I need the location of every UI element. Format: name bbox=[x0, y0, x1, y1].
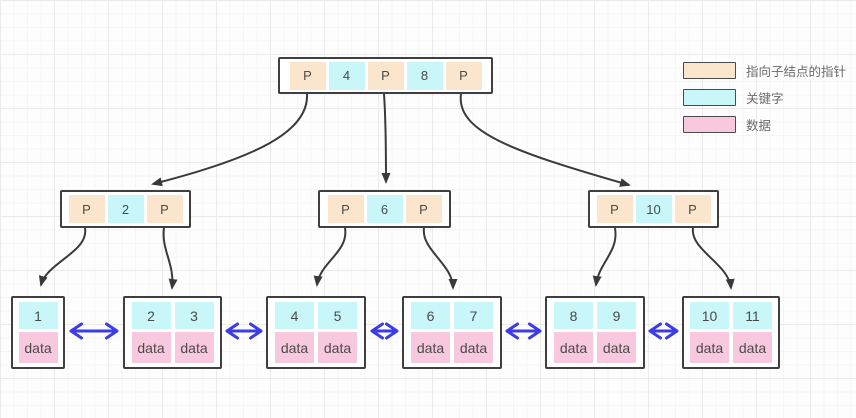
legend-label: 关键字 bbox=[746, 92, 784, 106]
key-cell: 8 bbox=[406, 61, 443, 90]
leaf-column: 8 data bbox=[554, 302, 593, 363]
internal-node-right: P 10 P bbox=[588, 190, 719, 228]
data-cell: data bbox=[131, 332, 171, 363]
legend: 指向子结点的指针 关键字 数据 bbox=[683, 62, 846, 143]
data-swatch bbox=[683, 116, 736, 133]
key-cell: 4 bbox=[328, 61, 365, 90]
leaf-column: 4 data bbox=[275, 302, 314, 363]
edge-internal-left-to-leaf-1 bbox=[38, 227, 87, 287]
leaf-column: 9 data bbox=[597, 302, 636, 363]
key-cell: 5 bbox=[318, 302, 357, 329]
edge-internal-left-to-leaf-2 bbox=[162, 227, 178, 290]
data-cell: data bbox=[275, 332, 314, 363]
key-cell: 3 bbox=[174, 302, 214, 329]
leaf-node-6: 10 data 11 data bbox=[682, 296, 780, 369]
leaf-column: 1 data bbox=[18, 302, 58, 363]
pointer-cell: P bbox=[596, 195, 633, 223]
leaf-node-3: 4 data 5 data bbox=[266, 296, 366, 369]
data-cell: data bbox=[18, 332, 58, 363]
key-cell: 6 bbox=[411, 302, 450, 329]
pointer-cell: P bbox=[68, 195, 105, 223]
edge-root-to-internal-left bbox=[151, 93, 309, 187]
edge-internal-mid-to-leaf-3 bbox=[313, 227, 347, 287]
key-cell: 2 bbox=[131, 302, 171, 329]
root-node: P 4 P 8 P bbox=[278, 57, 493, 94]
pointer-cell: P bbox=[327, 195, 364, 223]
data-cell: data bbox=[733, 332, 772, 363]
pointer-cell: P bbox=[445, 61, 482, 90]
data-cell: data bbox=[174, 332, 214, 363]
key-cell: 6 bbox=[366, 195, 403, 223]
data-cell: data bbox=[597, 332, 636, 363]
pointer-cell: P bbox=[405, 195, 442, 223]
leaf-column: 3 data bbox=[174, 302, 214, 363]
edge-root-to-internal-right bbox=[459, 93, 631, 187]
pointer-cell: P bbox=[674, 195, 711, 223]
key-cell: 10 bbox=[690, 302, 729, 329]
key-cell: 10 bbox=[635, 195, 672, 223]
leaf-column: 2 data bbox=[131, 302, 171, 363]
leaf-node-1: 1 data bbox=[11, 296, 65, 369]
data-cell: data bbox=[690, 332, 729, 363]
legend-label: 数据 bbox=[746, 119, 772, 133]
edge-internal-mid-to-leaf-4 bbox=[422, 227, 458, 290]
pointer-cell: P bbox=[146, 195, 183, 223]
key-cell: 2 bbox=[107, 195, 144, 223]
data-cell: data bbox=[554, 332, 593, 363]
pointer-swatch bbox=[683, 62, 736, 79]
leaf-node-5: 8 data 9 data bbox=[545, 296, 645, 369]
key-cell: 9 bbox=[597, 302, 636, 329]
leaf-column: 5 data bbox=[318, 302, 357, 363]
legend-item-data: 数据 bbox=[683, 116, 846, 133]
key-cell: 1 bbox=[18, 302, 58, 329]
key-cell: 8 bbox=[554, 302, 593, 329]
key-cell: 11 bbox=[733, 302, 772, 329]
edge-internal-right-to-leaf-5 bbox=[592, 227, 617, 287]
pointer-cell: P bbox=[367, 61, 404, 90]
leaf-column: 6 data bbox=[411, 302, 450, 363]
leaf-node-4: 6 data 7 data bbox=[402, 296, 502, 369]
data-cell: data bbox=[454, 332, 493, 363]
legend-label: 指向子结点的指针 bbox=[746, 65, 847, 79]
leaf-node-2: 2 data 3 data bbox=[123, 296, 222, 369]
leaf-column: 10 data bbox=[690, 302, 729, 363]
key-cell: 4 bbox=[275, 302, 314, 329]
key-cell: 7 bbox=[454, 302, 493, 329]
data-cell: data bbox=[411, 332, 450, 363]
legend-item-pointer: 指向子结点的指针 bbox=[683, 62, 846, 79]
data-cell: data bbox=[318, 332, 357, 363]
key-swatch bbox=[683, 89, 736, 106]
leaf-column: 11 data bbox=[733, 302, 772, 363]
edge-root-to-internal-mid bbox=[381, 93, 391, 184]
leaf-column: 7 data bbox=[454, 302, 493, 363]
edge-internal-right-to-leaf-6 bbox=[691, 227, 735, 290]
internal-node-left: P 2 P bbox=[60, 190, 191, 228]
legend-item-key: 关键字 bbox=[683, 89, 846, 106]
internal-node-mid: P 6 P bbox=[318, 190, 451, 228]
pointer-cell: P bbox=[289, 61, 326, 90]
